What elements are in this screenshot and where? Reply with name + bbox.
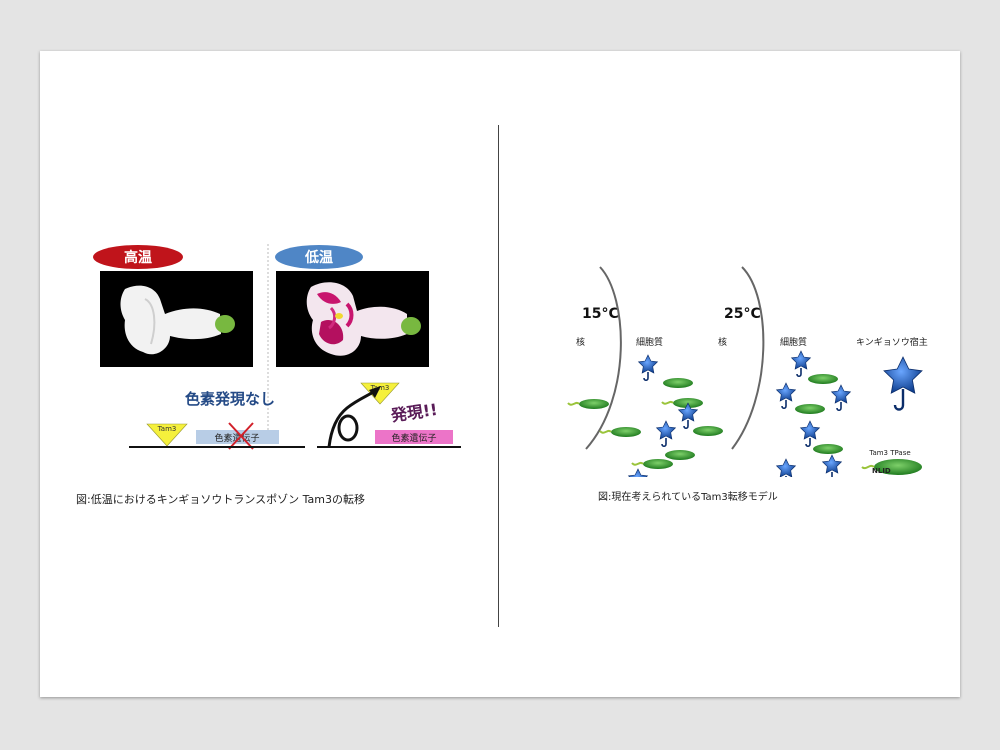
excision-loop [337,414,359,442]
tpase-group-15c [567,354,723,477]
left-figure: 高温 低温 色素発現なし Tam3 色素遺伝子 [93,244,461,450]
nuclear-membrane-15c [585,266,622,450]
right-figure-caption: 図:現在考えられているTam3転移モデル [598,492,778,503]
no-expression-label: 色素発現なし [185,390,275,408]
variegated-flower-photo [276,271,429,367]
cytoplasm-label-15c: 細胞質 [636,336,663,348]
high-temp-badge [93,245,183,269]
nuclear-membrane-25c [731,266,765,450]
pigment-gene-right-label: 色素遺伝子 [391,432,436,444]
temp-15c-label: 15°C [582,306,619,322]
document-page: 高温 低温 色素発現なし Tam3 色素遺伝子 [40,51,960,697]
host-factor-icon [883,356,923,411]
tpase-legend-tail [861,464,875,470]
expression-label: 発現!! [389,400,439,425]
excision-arrow [327,388,378,448]
pigment-gene-box-right [375,430,453,444]
nucleus-label-25c: 核 [718,336,727,348]
excision-arrow-head [369,386,381,398]
cytoplasm-label-25c: 細胞質 [780,336,807,348]
tam3-tag-left-label: Tam3 [157,425,177,433]
cross-mark [228,422,254,450]
temp-25c-label: 25°C [724,306,761,322]
left-figure-caption: 図:低温におけるキンギョソウトランスポゾン Tam3の転移 [76,493,366,506]
right-figure: 15°C 25°C 核 細胞質 核 細胞質 キンギョソウ宿主因子 [567,266,928,477]
white-flower-photo [100,271,253,367]
tam3-tag-left [146,423,188,447]
low-temp-label: 低温 [304,249,333,266]
nlid-label: NLID [872,467,891,475]
host-factor-label: キンギョソウ宿主因子 [856,336,928,348]
tpase-legend-label: Tam3 TPase [868,449,910,457]
tpase-legend-icon [874,459,922,475]
column-divider [498,125,499,627]
high-temp-label: 高温 [124,249,152,266]
low-temp-badge [275,245,363,269]
pigment-gene-left-label: 色素遺伝子 [214,432,259,444]
pigment-gene-box-left [196,430,279,444]
nucleus-label-15c: 核 [576,336,585,348]
tpase-group-25c [775,350,852,477]
